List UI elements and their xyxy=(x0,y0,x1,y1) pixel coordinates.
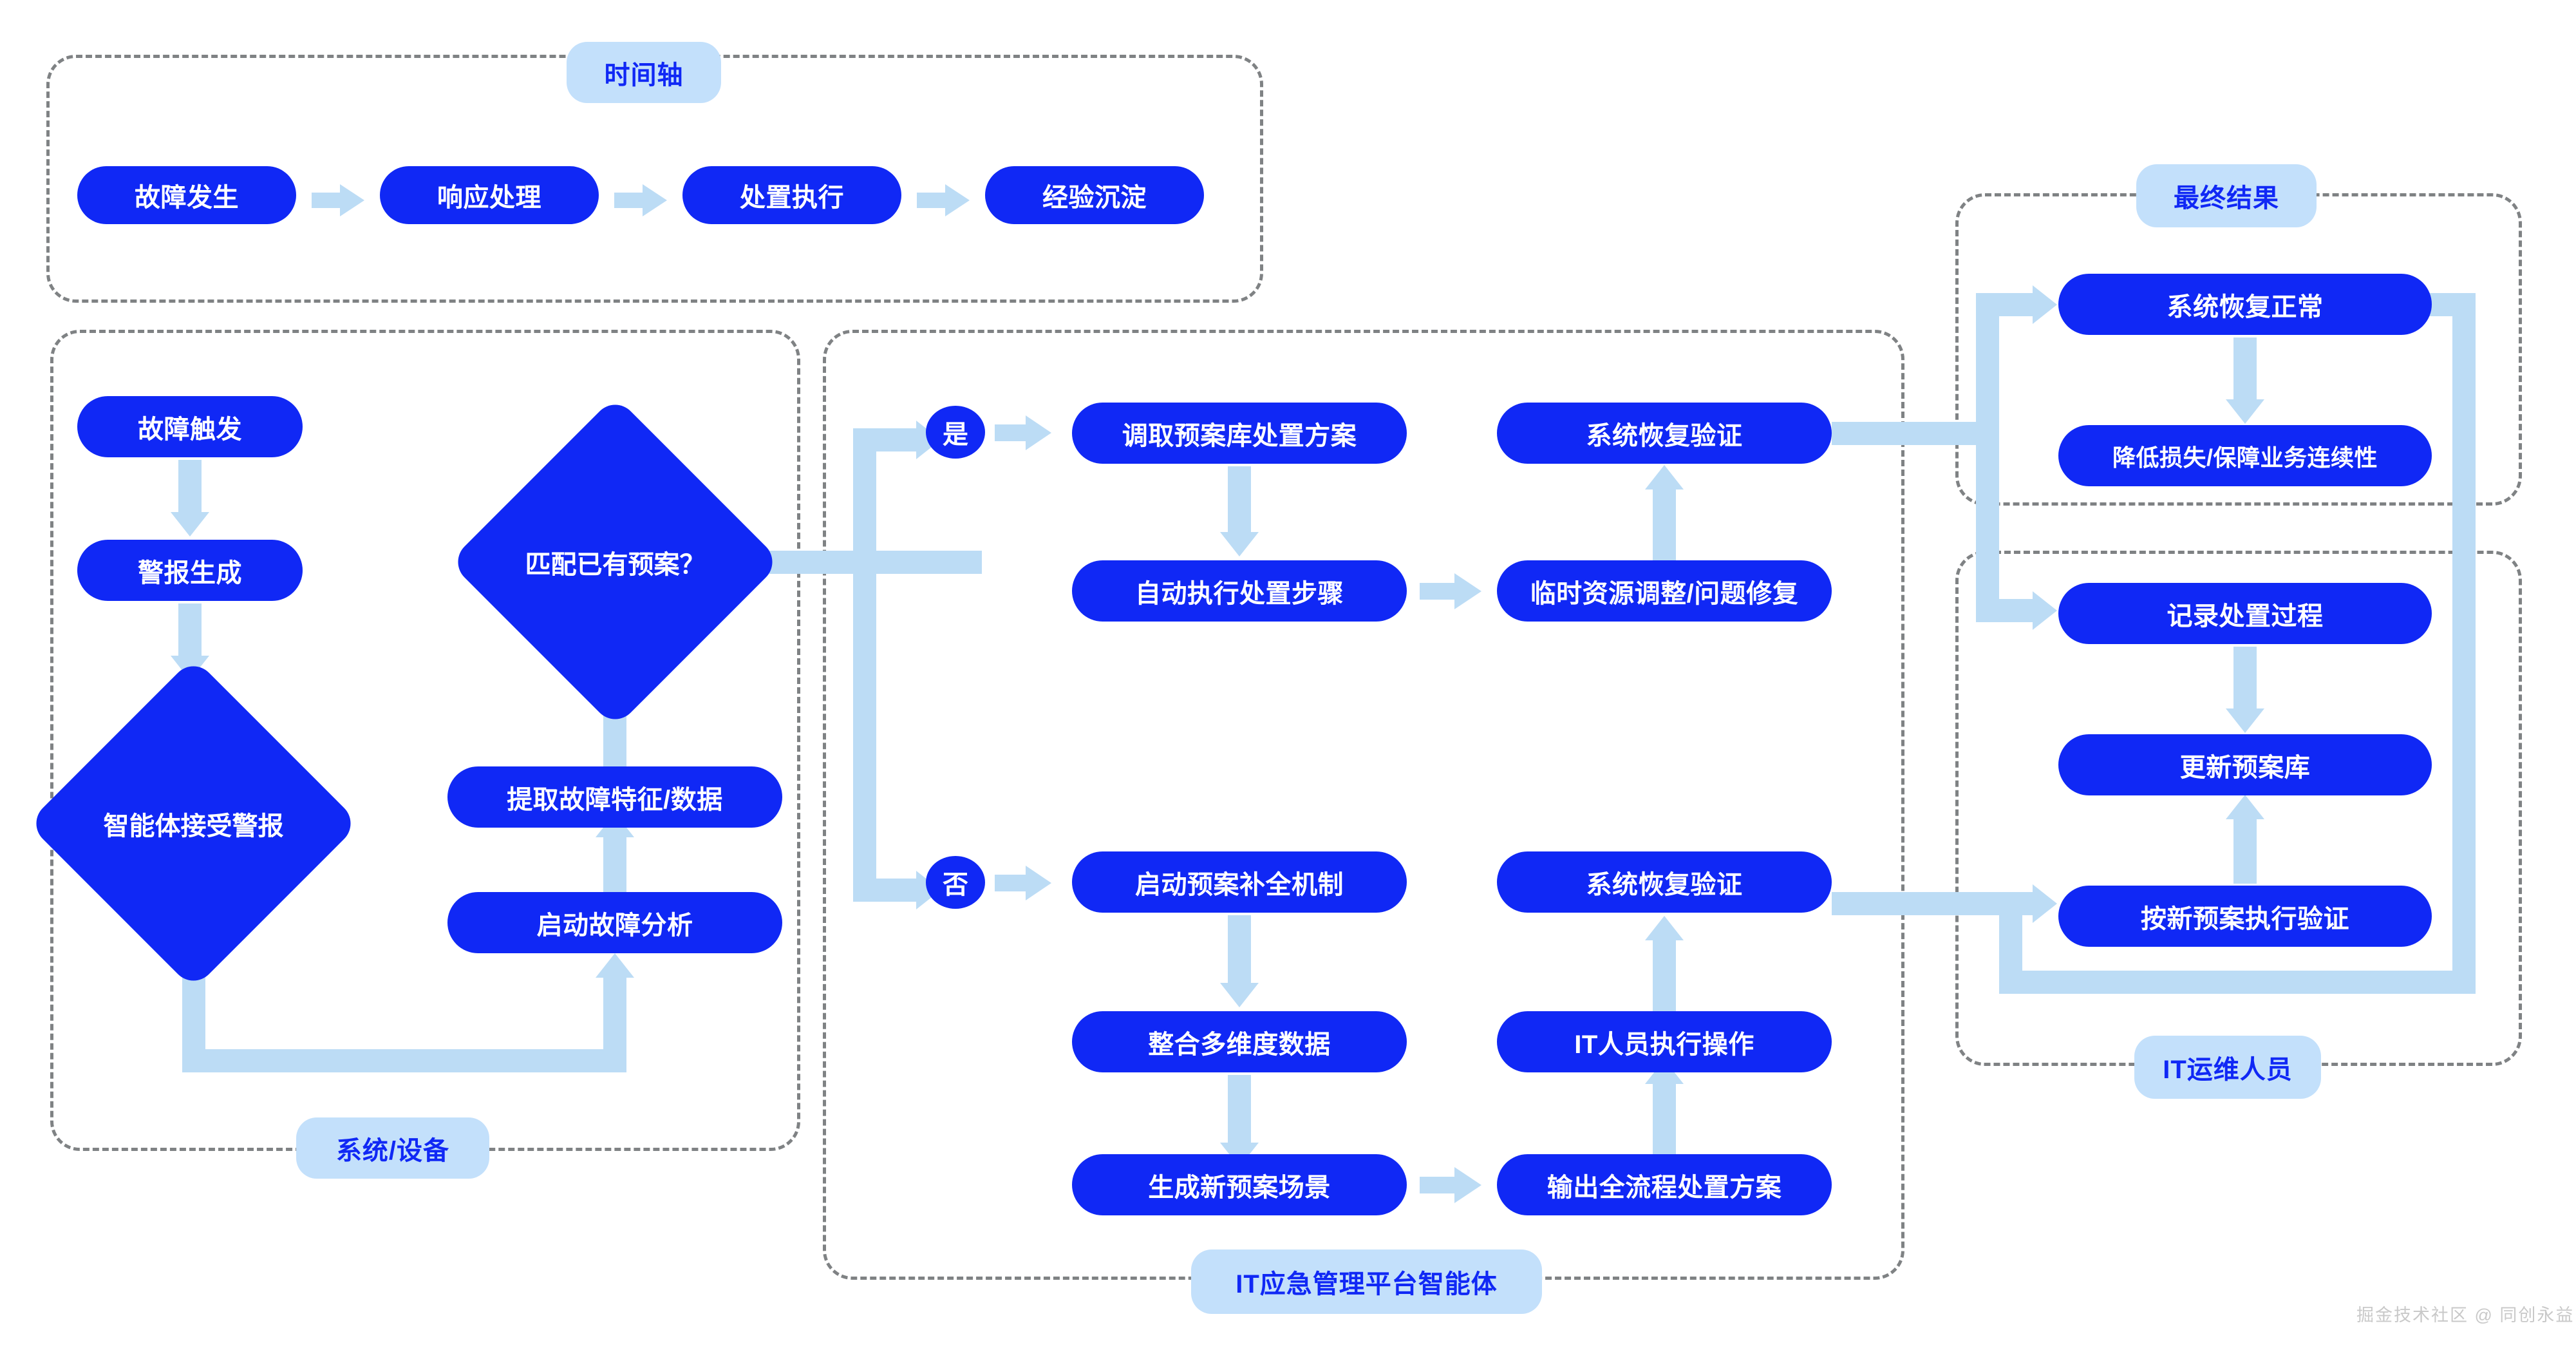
conn-resource-to-verify xyxy=(1653,489,1676,560)
conn-agentdiamond-right xyxy=(182,1049,626,1072)
node-start-plan-supplement[interactable]: 启动预案补全机制 xyxy=(1072,851,1407,913)
conn-verify-to-update xyxy=(2233,819,2257,884)
arrowhead-verify-to-update xyxy=(2226,795,2264,819)
node-recovery-verify-yes[interactable]: 系统恢复验证 xyxy=(1497,403,1832,464)
oval-branch-yes[interactable]: 是 xyxy=(926,406,985,459)
conn-integrate-to-newplan xyxy=(1228,1075,1251,1145)
node-output-full-process-plan[interactable]: 输出全流程处置方案 xyxy=(1497,1154,1832,1215)
conn-fault-to-alarm xyxy=(178,460,202,515)
chip-it-ops-staff: IT运维人员 xyxy=(2134,1036,2321,1099)
conn-newplanverify-bottom xyxy=(1999,971,2476,994)
timeline-node-2[interactable]: 处置执行 xyxy=(682,166,901,224)
arrowhead-itstaff-to-verify xyxy=(1645,916,1684,940)
conn-analysis-to-extract xyxy=(603,837,626,892)
conn-verifyyes-to-right xyxy=(1832,422,1999,445)
conn-retrieve-to-auto xyxy=(1228,466,1251,534)
conn-branch-trunk-vertical xyxy=(853,438,876,902)
chip-timeline: 时间轴 xyxy=(567,42,721,103)
conn-agentdiamond-up xyxy=(603,978,626,1072)
timeline-node-3[interactable]: 经验沉淀 xyxy=(985,166,1204,224)
node-it-staff-execute[interactable]: IT人员执行操作 xyxy=(1497,1011,1832,1072)
arrowhead-record-to-update xyxy=(2226,708,2264,733)
conn-result-trunk-vertical xyxy=(1976,293,1999,622)
arrowhead-resource-to-verify xyxy=(1645,465,1684,489)
arrowhead-recovered-to-reduceloss xyxy=(2226,399,2264,424)
conn-newplanverify-up-right xyxy=(2452,293,2476,994)
chip-system-device: 系统/设备 xyxy=(296,1117,489,1179)
diamond-label: 匹配已有预案？ xyxy=(525,550,706,579)
conn-branch-to-no xyxy=(853,879,921,902)
panel-agent-platform xyxy=(823,330,1904,1280)
arrowhead-trunk-to-record xyxy=(2033,591,2057,630)
node-reduce-loss[interactable]: 降低损失/保障业务连续性 xyxy=(2058,425,2432,486)
node-recovery-verify-no[interactable]: 系统恢复验证 xyxy=(1497,851,1832,913)
watermark: 掘金技术社区 @ 同创永益 xyxy=(2356,1306,2575,1325)
diamond-label: 智能体接受警报 xyxy=(103,812,284,841)
conn-branch-to-yes xyxy=(853,428,921,451)
timeline-arrow-0 xyxy=(312,184,364,216)
conn-trunk-to-record xyxy=(1976,599,2037,622)
node-start-fault-analysis[interactable]: 启动故障分析 xyxy=(447,892,782,953)
arrowhead-fault-to-alarm xyxy=(171,512,209,537)
node-alarm-generate[interactable]: 警报生成 xyxy=(77,540,303,601)
arrowhead-verifyno-to-newplanverify xyxy=(2033,884,2057,923)
arrow-no-to-supplement xyxy=(995,866,1053,900)
conn-trunk-to-recovered xyxy=(1976,293,2037,316)
conn-record-to-update xyxy=(2233,647,2257,711)
arrowhead-retrieve-to-auto xyxy=(1220,532,1259,556)
timeline-arrow-2 xyxy=(917,184,970,216)
conn-alarm-to-agent xyxy=(178,603,202,658)
node-auto-execute-steps[interactable]: 自动执行处置步骤 xyxy=(1072,560,1407,622)
node-record-process[interactable]: 记录处置过程 xyxy=(2058,583,2432,644)
chip-agent-platform: IT应急管理平台智能体 xyxy=(1191,1250,1542,1314)
arrow-newplan-to-output xyxy=(1420,1167,1484,1203)
chip-final-result: 最终结果 xyxy=(2136,164,2317,227)
arrowhead-trunk-to-recovered xyxy=(2033,285,2057,324)
node-match-existing-plan[interactable]: 匹配已有预案？ xyxy=(449,395,782,728)
node-system-recovered[interactable]: 系统恢复正常 xyxy=(2058,274,2432,335)
node-update-plan-library[interactable]: 更新预案库 xyxy=(2058,734,2432,795)
arrowhead-into-fault-analysis xyxy=(596,953,634,978)
node-verify-new-plan[interactable]: 按新预案执行验证 xyxy=(2058,886,2432,947)
arrow-yes-to-plan xyxy=(995,415,1053,450)
node-extract-fault-features[interactable]: 提取故障特征/数据 xyxy=(447,766,782,828)
node-generate-new-plan-scene[interactable]: 生成新预案场景 xyxy=(1072,1154,1407,1215)
node-integrate-multidim-data[interactable]: 整合多维度数据 xyxy=(1072,1011,1407,1072)
oval-branch-no[interactable]: 否 xyxy=(926,856,985,909)
conn-supplement-to-integrate xyxy=(1228,915,1251,985)
arrow-auto-to-resource xyxy=(1420,573,1484,609)
conn-itstaff-to-verify xyxy=(1653,940,1676,1011)
arrowhead-supplement-to-integrate xyxy=(1220,983,1259,1007)
conn-output-to-itstaff xyxy=(1653,1084,1676,1155)
node-retrieve-plan-library[interactable]: 调取预案库处置方案 xyxy=(1072,403,1407,464)
node-temp-resource-fix[interactable]: 临时资源调整/问题修复 xyxy=(1497,560,1832,622)
node-agent-receive-alarm[interactable]: 智能体接受警报 xyxy=(27,657,360,990)
timeline-arrow-1 xyxy=(614,184,667,216)
timeline-node-0[interactable]: 故障发生 xyxy=(77,166,296,224)
node-fault-trigger[interactable]: 故障触发 xyxy=(77,396,303,457)
timeline-node-1[interactable]: 响应处理 xyxy=(380,166,599,224)
conn-recovered-to-reduceloss xyxy=(2233,337,2257,402)
